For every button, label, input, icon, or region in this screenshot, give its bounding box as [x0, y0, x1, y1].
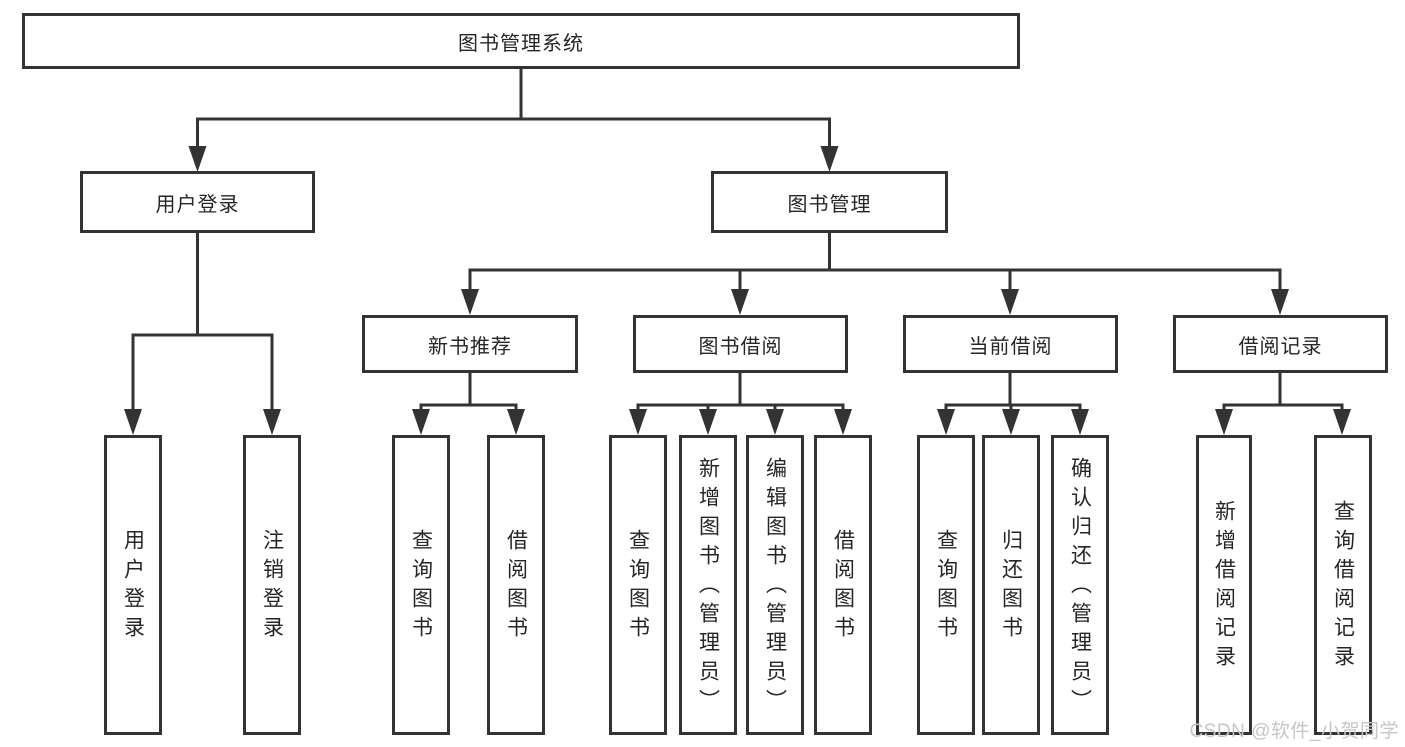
- leaf-rec-query-books: 查询图书: [392, 435, 450, 735]
- leaf-borrow-edit-books-admin: 编辑图书（管理员）: [746, 435, 804, 735]
- leaf-records-add-record: 新增借阅记录: [1196, 435, 1252, 735]
- arrowheads: [124, 146, 1351, 435]
- leaf-rec-borrow-books: 借阅图书: [487, 435, 545, 735]
- leaf-current-query-books: 查询图书: [917, 435, 975, 735]
- node-book-borrowing: 图书借阅: [633, 315, 848, 373]
- csdn-watermark: CSDN @软件_小贺同学: [1189, 721, 1399, 742]
- leaf-current-return-books: 归还图书: [982, 435, 1040, 735]
- leaf-current-confirm-return-admin: 确认归还（管理员）: [1051, 435, 1109, 735]
- leaf-borrow-query-books: 查询图书: [609, 435, 667, 735]
- node-root: 图书管理系统: [22, 13, 1020, 69]
- leaf-borrow-borrow-books: 借阅图书: [814, 435, 872, 735]
- leaf-borrow-add-books-admin: 新增图书（管理员）: [679, 435, 737, 735]
- node-current-borrowing: 当前借阅: [903, 315, 1118, 373]
- node-user-login: 用户登录: [80, 171, 315, 233]
- node-book-management: 图书管理: [711, 171, 948, 233]
- node-borrow-records: 借阅记录: [1173, 315, 1388, 373]
- leaf-user-login: 用户登录: [104, 435, 162, 735]
- leaf-records-query-record: 查询借阅记录: [1314, 435, 1372, 735]
- node-new-book-recommend: 新书推荐: [362, 315, 578, 373]
- leaf-logout: 注销登录: [243, 435, 301, 735]
